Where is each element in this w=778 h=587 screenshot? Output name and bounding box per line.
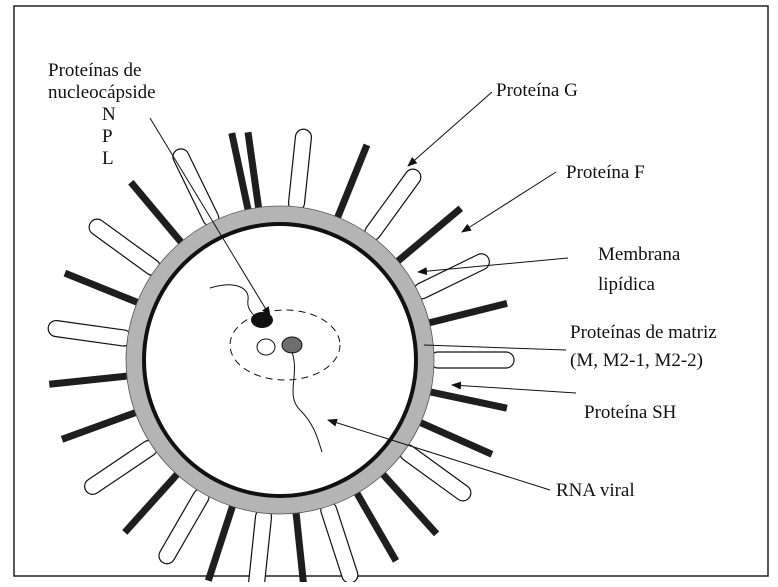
protein-g-arrow <box>408 92 492 166</box>
protein-sh-arrow <box>452 385 576 393</box>
matrix-label-line2: (M, M2-1, M2-2) <box>570 350 703 372</box>
protein-g-spike <box>362 166 424 243</box>
protein-f-arrow <box>462 172 556 232</box>
protein-g-spike <box>430 352 514 368</box>
protein-g-spike <box>411 251 492 301</box>
nucleocapsid-label-p: P <box>102 126 113 148</box>
protein-l-particle <box>282 337 302 353</box>
protein-g-spike <box>248 508 273 582</box>
protein-f-spike <box>296 509 305 582</box>
protein-f-spike <box>131 182 184 245</box>
nucleocapsid-label-line2: nucleocápside <box>48 82 156 104</box>
membrane-label-line1: Membrana <box>598 244 680 266</box>
nucleocapsid-label-l: L <box>102 148 114 170</box>
protein-f-spike <box>395 208 461 263</box>
nucleocapsid-label-line1: Proteínas de <box>48 60 141 82</box>
protein-f-spike <box>336 145 367 221</box>
protein-g-spike <box>170 146 221 229</box>
protein-f-spike <box>62 411 139 439</box>
matrix-ring <box>144 224 416 496</box>
protein-g-spike <box>82 437 161 497</box>
protein-f-spike <box>248 132 259 211</box>
protein-p-particle <box>257 339 275 355</box>
protein-f-spike <box>417 421 492 454</box>
protein-f-spike <box>232 133 249 213</box>
viral-rna-label: RNA viral <box>556 480 635 502</box>
protein-f-spike <box>49 376 131 385</box>
nucleocapsid-label-n: N <box>102 104 116 126</box>
protein-f-spike <box>208 503 233 581</box>
protein-g-spike <box>319 500 360 582</box>
matrix-pointer-line <box>424 345 566 350</box>
protein-f-spike <box>65 273 141 304</box>
protein-g-label: Proteína G <box>496 80 578 102</box>
protein-f-spike <box>380 471 436 533</box>
membrane-label-line2: lipídica <box>598 274 655 296</box>
membrane-arrow <box>418 258 568 272</box>
protein-g-spike <box>86 216 163 278</box>
protein-f-spike <box>355 490 396 561</box>
protein-g-spike <box>397 442 474 504</box>
protein-f-spike <box>125 471 180 532</box>
protein-f-spike <box>426 303 508 323</box>
protein-g-spike <box>156 486 212 567</box>
protein-n-particle <box>251 312 273 328</box>
matrix-label-line1: Proteínas de matriz <box>570 322 717 344</box>
protein-f-spike <box>427 391 507 408</box>
protein-g-spike <box>288 128 312 211</box>
protein-g-spike <box>47 320 132 348</box>
protein-f-label: Proteína F <box>566 162 645 184</box>
protein-sh-label: Proteína SH <box>584 402 676 424</box>
